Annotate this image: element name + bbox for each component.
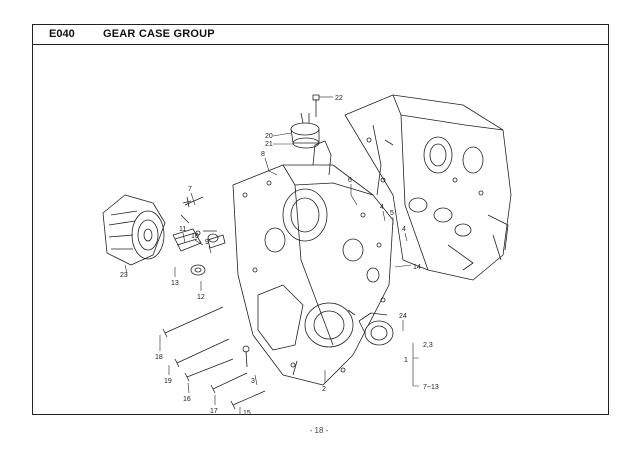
callout-17: 17 [210,408,218,415]
callout-22: 22 [335,95,343,102]
title-bar: E040 GEAR CASE GROUP [33,25,608,45]
engine-block [344,94,512,281]
callout-9: 9 [205,239,209,246]
callout-21: 21 [265,141,273,148]
small-parts [172,196,226,276]
bolts [162,196,298,410]
legend-bottom: 7~13 [423,384,439,391]
callout-24: 24 [399,313,407,320]
callout-10: 10 [191,233,199,240]
callout-16: 16 [183,396,191,403]
callout-23: 23 [120,272,128,279]
callout-8: 8 [261,151,265,158]
thermostat-housing [290,94,320,149]
callout-6: 6 [348,177,352,184]
callout-2: 2 [322,386,326,393]
page-frame: E040 GEAR CASE GROUP [32,24,609,416]
legend-top: 2,3 [423,342,433,349]
callout-11: 11 [179,226,186,233]
callout-4a: 4 [380,204,384,211]
callout-12: 12 [197,294,205,301]
group-code: E040 [49,28,75,40]
callout-3: 3 [251,378,255,385]
callout-20: 20 [265,133,273,140]
leader-lines [124,96,419,415]
callout-5: 5 [390,210,394,217]
callout-4b: 4 [402,226,406,233]
page-number: - 18 - [309,426,329,435]
callout-18: 18 [155,354,163,361]
group-title: GEAR CASE GROUP [103,28,215,40]
callout-labels: 22 20 21 8 6 7 4 5 4 11 10 9 14 23 13 12… [120,95,439,416]
exploded-parts-diagram: 22 20 21 8 6 7 4 5 4 11 10 9 14 23 13 12… [102,94,512,416]
callout-14: 14 [413,264,421,271]
callout-15: 15 [243,410,251,416]
callout-13: 13 [171,280,179,287]
legend-root: 1 [404,357,408,364]
callout-19: 19 [164,378,172,385]
oil-filter [102,194,166,266]
callout-7: 7 [188,186,192,193]
gear-case [232,140,394,386]
oil-seal [347,309,394,346]
